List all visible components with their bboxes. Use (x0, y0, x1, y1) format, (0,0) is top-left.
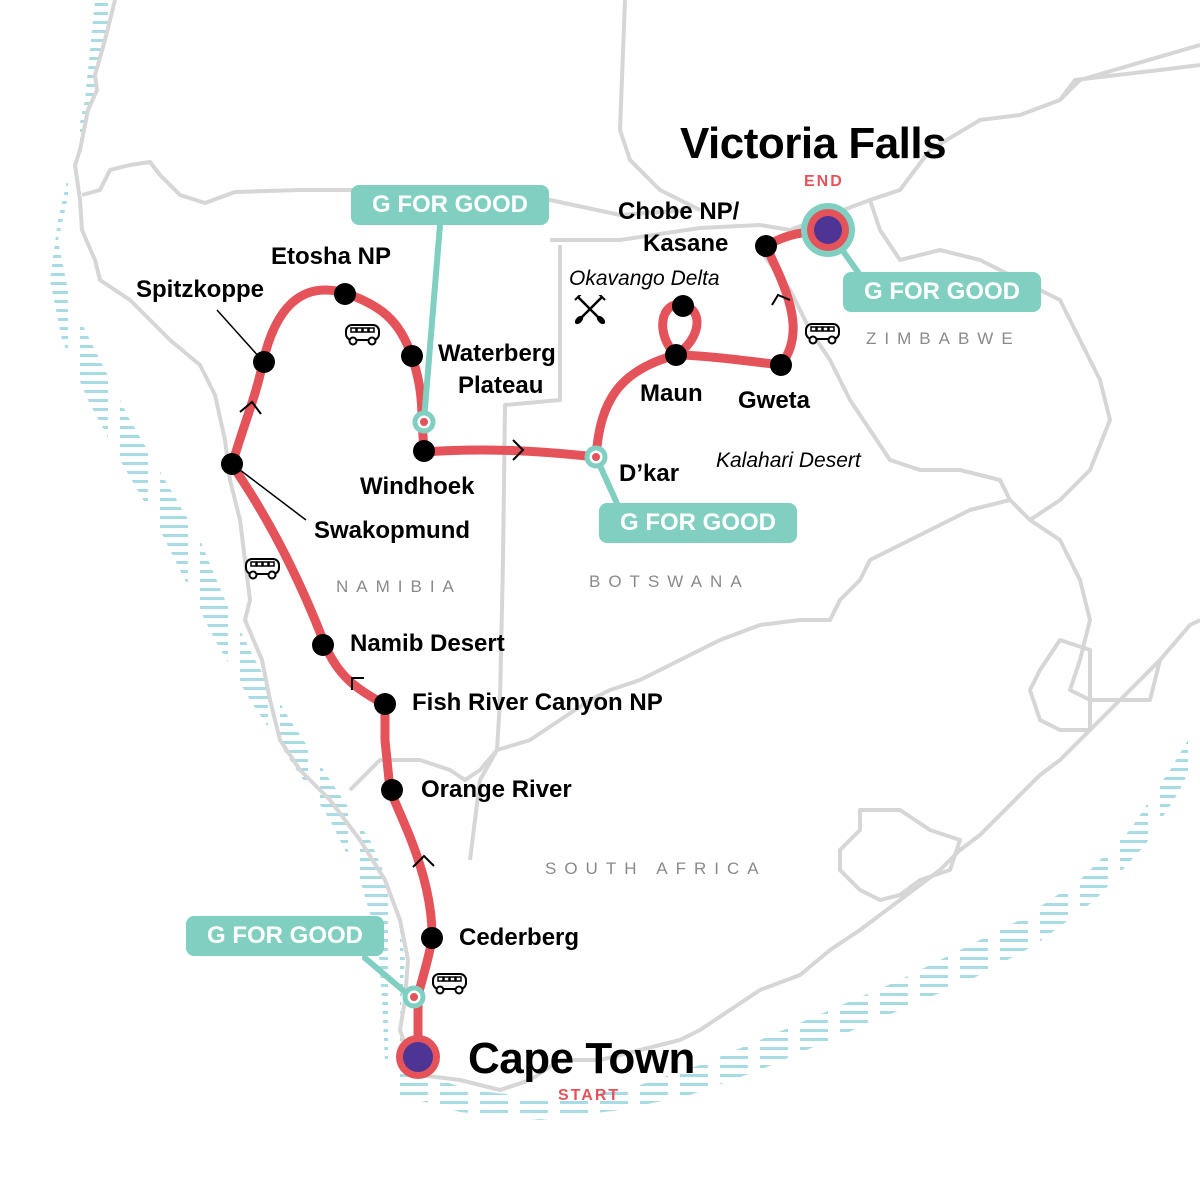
end-title: Victoria Falls (680, 119, 947, 168)
start-tag: START (558, 1087, 621, 1104)
stop-label-etosha: Etosha NP (271, 243, 392, 270)
stop-label-dkar: D’kar (619, 460, 680, 487)
stop-label-maun: Maun (640, 380, 703, 407)
stop-label-gweta: Gweta (738, 387, 811, 414)
stop-label-chobe: Chobe NP/ (618, 198, 740, 225)
bus-icon (345, 324, 380, 346)
end-tag: END (804, 173, 844, 190)
stop-dots (221, 235, 792, 949)
gfg-badge-dkar[interactable]: G FOR GOOD (599, 503, 797, 543)
end-marker[interactable] (801, 203, 855, 257)
country-borders (73, 0, 1200, 1092)
bus-icon (805, 323, 840, 345)
direction-arrows (239, 293, 791, 868)
bus-icon (245, 558, 280, 580)
stop-label-swakopmund: Swakopmund (314, 517, 471, 544)
country-label-namibia: NAMIBIA (336, 577, 462, 596)
stop-label-chobe-line2: Kasane (643, 230, 729, 257)
canoe-paddles-icon (574, 295, 606, 325)
stop-label-spitzkoppe: Spitzkoppe (136, 276, 265, 303)
stop-label-namib-desert: Namib Desert (350, 630, 505, 657)
country-label-south-africa: SOUTH AFRICA (545, 859, 767, 878)
start-marker[interactable] (396, 1035, 440, 1079)
stop-label-windhoek: Windhoek (360, 473, 475, 500)
stop-label-orange-river: Orange River (421, 776, 572, 803)
gfg-badge-waterberg[interactable]: G FOR GOOD (351, 185, 549, 225)
region-label-okavango: Okavango Delta (569, 267, 720, 290)
stop-label-fish-river-canyon: Fish River Canyon NP (412, 689, 663, 716)
country-label-zimbabwe: ZIMBABWE (866, 329, 1021, 348)
stop-label-waterberg-line2: Plateau (458, 372, 544, 399)
leader-lines (216, 309, 307, 521)
stop-label-waterberg: Waterberg (438, 340, 556, 367)
gfg-stop-markers (402, 410, 608, 1009)
gfg-badge-cape-town[interactable]: G FOR GOOD (186, 916, 384, 956)
bus-icon (432, 973, 467, 995)
country-label-botswana: BOTSWANA (589, 572, 750, 591)
stop-label-cederberg: Cederberg (459, 924, 580, 951)
gfg-badge-victoria-falls[interactable]: G FOR GOOD (843, 272, 1041, 312)
region-label-kalahari: Kalahari Desert (716, 449, 861, 472)
start-title: Cape Town (468, 1034, 695, 1083)
